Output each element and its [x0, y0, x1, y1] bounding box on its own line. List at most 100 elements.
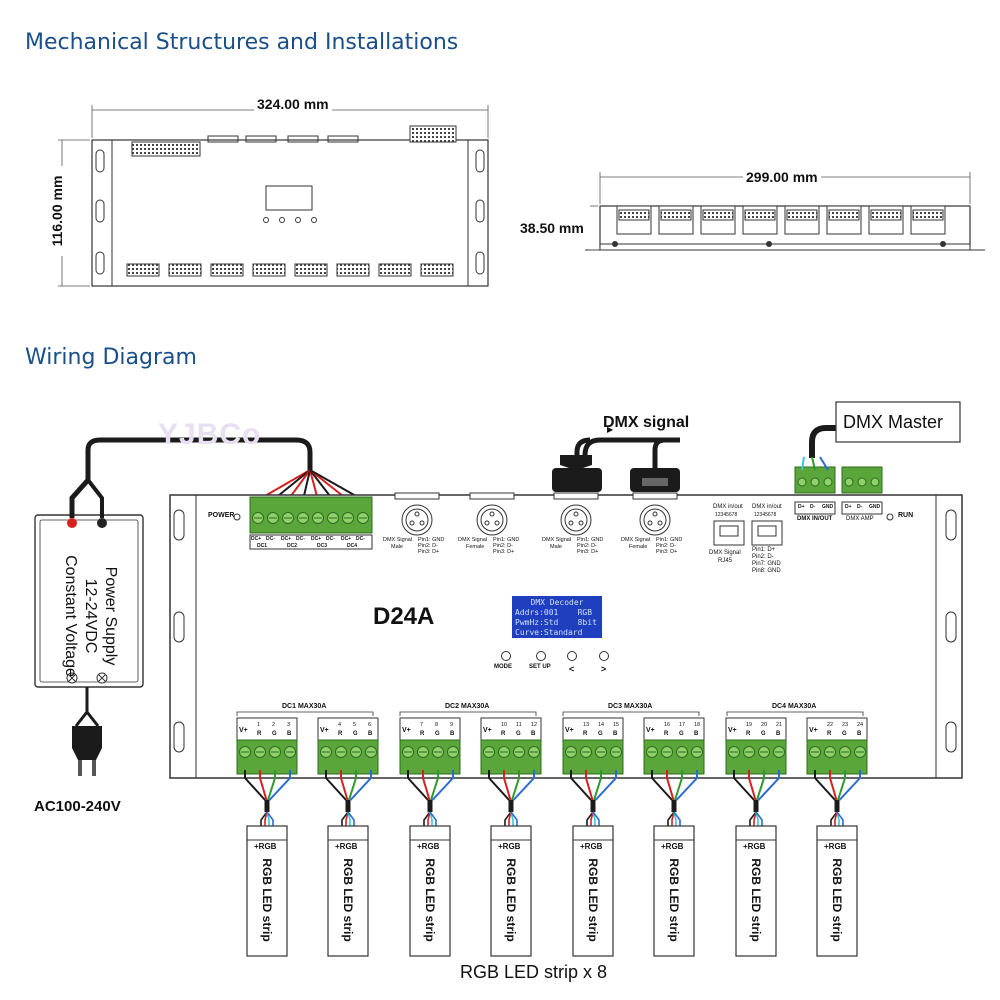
output-channel-number: 18 [694, 722, 701, 728]
strip-polarity: +RGB [498, 842, 521, 851]
output-letter-label: R [583, 731, 588, 737]
xlr-mount [394, 492, 440, 500]
output-letter-label: B [857, 731, 862, 737]
strip-label: RGB LED strip [667, 858, 681, 942]
power-supply-line3: Constant Voltage [62, 555, 79, 677]
output-channel-number: 13 [583, 722, 590, 728]
output-wire [511, 770, 520, 801]
ac-plug [72, 687, 102, 776]
dmx-amp-terminal [841, 466, 883, 515]
top-view-output-terminal [336, 263, 370, 277]
xlr-pin [489, 511, 495, 517]
output-channel-number: 22 [827, 722, 834, 728]
output-channel-number: 20 [761, 722, 768, 728]
strip-wire [427, 811, 431, 828]
output-wire [340, 770, 349, 801]
output-letter-label: B [613, 731, 618, 737]
output-letter-label: V+ [565, 727, 574, 734]
side-view-terminal-teeth [744, 209, 776, 221]
output-wire [268, 770, 291, 801]
strip-polarity: +RGB [335, 842, 358, 851]
strip-wire [510, 811, 514, 828]
button-setup[interactable] [536, 651, 546, 661]
side-view-terminal-teeth [912, 209, 944, 221]
oled-line-2: Addrs:001 RGB [515, 608, 593, 617]
xlr-pin [568, 520, 574, 526]
xlr-pin [409, 520, 415, 526]
top-view-output-terminal [378, 263, 412, 277]
output-letter-label: B [694, 731, 699, 737]
dc-terminal-label: DC+ [281, 536, 292, 542]
xlr-mount [632, 492, 678, 500]
output-letter-label: R [420, 731, 425, 737]
xlr-pin [573, 511, 579, 517]
output-channel-number: 12 [531, 722, 538, 728]
led-strip [572, 825, 614, 957]
button-mode[interactable] [501, 651, 511, 661]
output-letter-label: G [679, 731, 684, 737]
strip-label: RGB LED strip [341, 858, 355, 942]
output-wire [325, 770, 347, 801]
xlr-mount [469, 492, 515, 500]
dc-group-label: DC4 [347, 543, 358, 549]
output-wire [829, 770, 838, 801]
strip-wire [504, 811, 512, 828]
top-width-dimension: 324.00 mm [254, 96, 332, 112]
strip-wire [830, 811, 838, 828]
xlr-mount [553, 492, 599, 500]
dc-input-terminal-block [249, 496, 373, 550]
output-channel-number: 21 [776, 722, 783, 728]
output-wire [837, 770, 846, 801]
side-view-terminal-teeth [660, 209, 692, 221]
xlr-pin [484, 520, 490, 526]
strip-wire [834, 811, 838, 828]
strip-label: RGB LED strip [830, 858, 844, 942]
button-right[interactable] [599, 651, 609, 661]
output-letter-label: G [353, 731, 358, 737]
output-letter-label: B [368, 731, 373, 737]
output-wire [570, 770, 592, 801]
dmx-master-cable [801, 401, 961, 471]
strip-label: RGB LED strip [423, 858, 437, 942]
strip-label: RGB LED strip [260, 858, 274, 942]
output-wire [267, 770, 276, 801]
output-letter-label: R [257, 731, 262, 737]
dc-terminal-label: DC- [356, 536, 365, 542]
output-channel-number: 15 [613, 722, 620, 728]
power-supply-line1: Power Supply [102, 566, 119, 666]
output-channel-number: 11 [516, 722, 522, 728]
led-strip [735, 825, 777, 957]
top-view-output-terminal [210, 263, 244, 277]
output-channel-number: 9 [450, 722, 454, 728]
output-wire [244, 770, 266, 801]
watermark-logo: YJBCo [158, 418, 262, 451]
strip-wire [347, 811, 355, 828]
output-wire [675, 770, 698, 801]
run-indicator-label: RUN [898, 512, 914, 519]
dc-terminal-label: DC- [266, 536, 275, 542]
top-view-output-terminal [420, 263, 454, 277]
power-supply-line2: 12-24VDC [82, 578, 99, 654]
output-wire [733, 770, 755, 801]
strip-wire [586, 811, 594, 828]
dc-terminal-label-plate [249, 534, 373, 550]
xlr-pin [419, 520, 425, 526]
xlr-inner [643, 508, 667, 532]
model-name: D24A [373, 603, 435, 630]
dmx-inout-term-label: D+ [798, 504, 805, 510]
side-view-drawing [585, 172, 985, 251]
output-wire [431, 770, 454, 801]
output-wire [651, 770, 673, 801]
strip-wire [671, 811, 675, 828]
strip-wire [429, 811, 437, 828]
output-channel-number: 19 [746, 722, 753, 728]
led-strip [653, 825, 695, 957]
output-letter-label: G [435, 731, 440, 737]
strip-wire [345, 811, 349, 828]
oled-line-4: Curve:Standard [515, 628, 583, 637]
rj45-pinout: Pin1: D+ Pin2: D- Pin7: GND Pin8: GND [752, 547, 781, 574]
strip-wire [508, 811, 512, 828]
strip-wire [755, 811, 763, 828]
xlr-pin [647, 520, 653, 526]
button-left[interactable] [567, 651, 577, 661]
